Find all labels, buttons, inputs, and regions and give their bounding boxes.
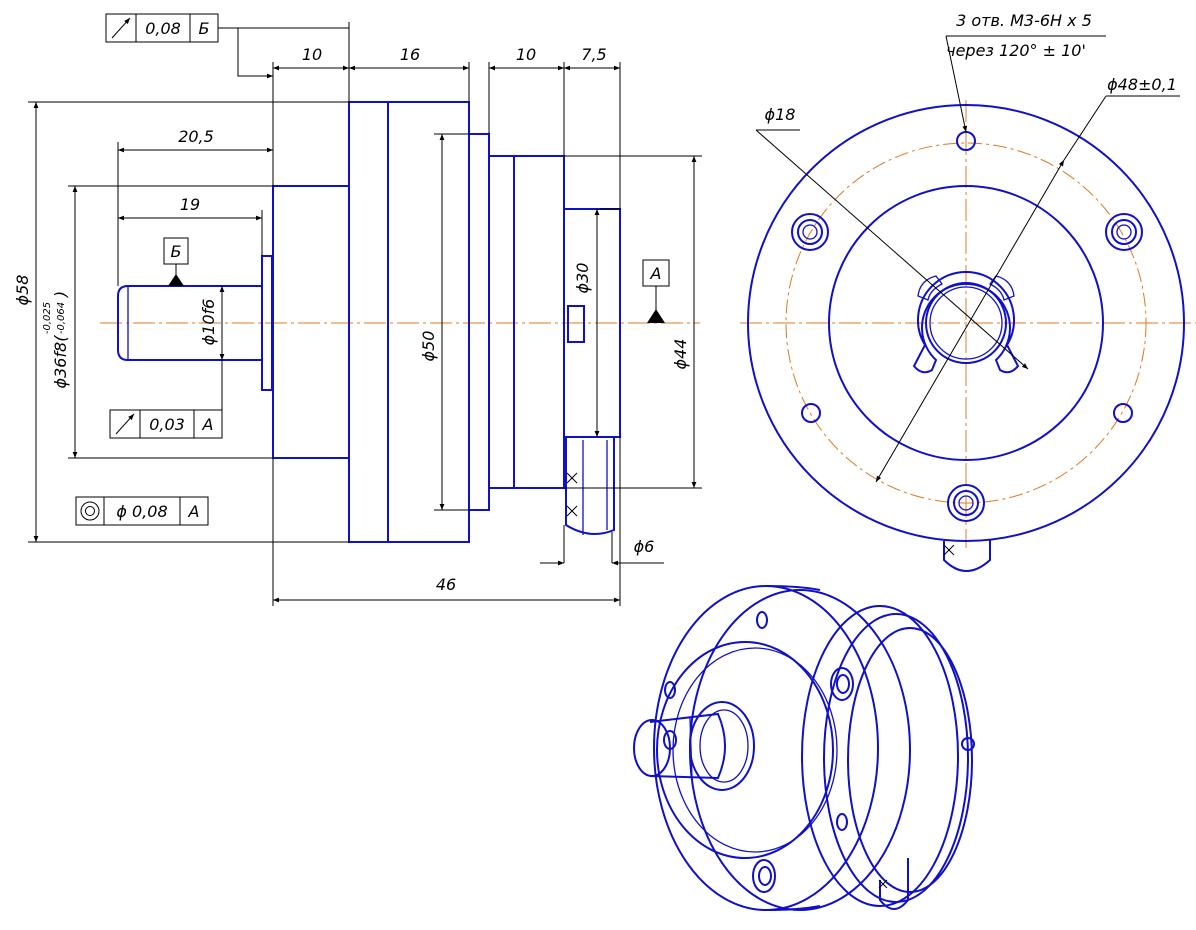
iso-pin-mark-b <box>878 879 888 889</box>
tolerance-top-leader <box>218 27 273 79</box>
datum-b-marker: Б <box>163 237 189 286</box>
tolerance-frame-concentric: ϕ 0,08 А <box>75 496 209 526</box>
iso-threaded-hole-right <box>836 813 848 831</box>
tolerance-concentric-value: ϕ 0,08 <box>116 502 167 521</box>
dim-text-phi58: ϕ58 <box>13 275 32 306</box>
screw-head-left <box>791 213 829 251</box>
iso-threaded-hole-left <box>664 681 676 699</box>
dim-text-phi36-lower: -0,064 <box>56 302 67 334</box>
front-view: ϕ18 ϕ48±0,1 3 отв. М3-6Н x 5 через 120° … <box>740 11 1196 572</box>
front-pin-mark-b <box>943 544 955 556</box>
threaded-hole-right <box>1113 403 1133 423</box>
dim-text-phi30: ϕ30 <box>573 263 592 294</box>
dim-text-205: 20,5 <box>178 127 214 146</box>
iso-shaft-line <box>689 717 693 779</box>
front-pin <box>943 540 991 572</box>
iso-inner-cover <box>656 641 834 859</box>
dim-text-phi36-upper: -0,025 <box>42 302 53 334</box>
phi48-leader-ext <box>1063 95 1107 161</box>
tolerance-shaft-value: 0,03 <box>149 415 185 434</box>
svg-text:А: А <box>650 264 662 283</box>
iso-rear-flange-inner <box>801 605 959 907</box>
iso-threaded-hole-top <box>756 611 768 629</box>
iso-housing-top-edge <box>765 585 821 591</box>
dim-text-10a: 10 <box>302 45 322 64</box>
iso-housing-bottom-edge <box>765 905 821 911</box>
tolerance-shaft-datum: А <box>202 415 214 434</box>
runout-arrow-icon <box>115 413 135 435</box>
holes-note-leader <box>945 35 968 133</box>
rear-cover <box>272 185 350 459</box>
iso-inner-cover-edge <box>672 647 838 853</box>
dim-text-46: 46 <box>436 575 456 594</box>
iso-housing-front <box>653 585 879 911</box>
holes-note-line1: 3 отв. М3-6Н x 5 <box>956 11 1092 30</box>
dim-text-10b: 10 <box>516 45 536 64</box>
output-hub <box>563 208 621 438</box>
main-housing <box>348 101 470 543</box>
svg-text:Б: Б <box>171 242 182 261</box>
iso-shaft <box>649 712 726 780</box>
housing-step <box>468 133 490 511</box>
dim-text-phi10: ϕ10f6 <box>199 299 218 346</box>
iso-rear-pin <box>879 858 909 910</box>
screw-head-right <box>1105 213 1143 251</box>
dim-text-75: 7,5 <box>581 45 606 64</box>
dim-text-phi36-close: ) <box>51 291 70 298</box>
iso-retaining-ring <box>689 701 755 791</box>
pin-outline <box>565 437 615 535</box>
dim-text-phi6: ϕ6 <box>634 537 655 556</box>
iso-retaining-ring-inner <box>699 709 749 783</box>
iso-shaft-end <box>633 719 671 777</box>
hub-keyway <box>567 305 585 343</box>
phi18-text: ϕ18 <box>765 105 796 124</box>
runout-arrow-icon <box>111 17 131 39</box>
dim-text-phi44: ϕ44 <box>671 339 690 370</box>
tolerance-concentric-datum: А <box>188 502 200 521</box>
phi18-leader <box>755 129 1029 370</box>
threaded-hole-left <box>801 403 821 423</box>
side-view: 0,08 Б Б 0,03 А ϕ 0,08 <box>13 13 702 606</box>
phi48-leader <box>875 159 1065 483</box>
screw-head-bottom <box>947 484 985 522</box>
phi48-text: ϕ48±0,1 <box>1107 75 1177 94</box>
holes-note-line2: через 120° ± 10' <box>946 41 1086 60</box>
iso-screw-head-bottom <box>752 859 776 893</box>
isometric-view <box>633 585 975 911</box>
dim-text-16: 16 <box>400 45 420 64</box>
iso-side-boss <box>961 737 975 751</box>
dim-text-phi36: ϕ36f8( <box>51 335 70 389</box>
tolerance-frame-shaft: 0,03 А <box>109 409 223 439</box>
datum-a-marker: А <box>642 259 670 323</box>
tolerance-top-datum: Б <box>199 19 210 38</box>
concentricity-icon <box>80 501 100 521</box>
iso-rear-flange-outer <box>847 627 973 893</box>
tolerance-frame-top: 0,08 Б <box>105 13 219 43</box>
iso-screw-head-right <box>830 667 854 701</box>
iso-rear-flange-mid <box>823 613 969 903</box>
pin-mark-1b <box>566 472 578 484</box>
outer-flange <box>747 104 1185 542</box>
dim-text-phi50: ϕ50 <box>419 331 438 362</box>
bolt-circle <box>785 142 1147 504</box>
front-section <box>488 155 565 489</box>
dim-text-19: 19 <box>180 195 200 214</box>
tolerance-top-value: 0,08 <box>145 19 181 38</box>
pin-mark-2b <box>566 505 578 517</box>
